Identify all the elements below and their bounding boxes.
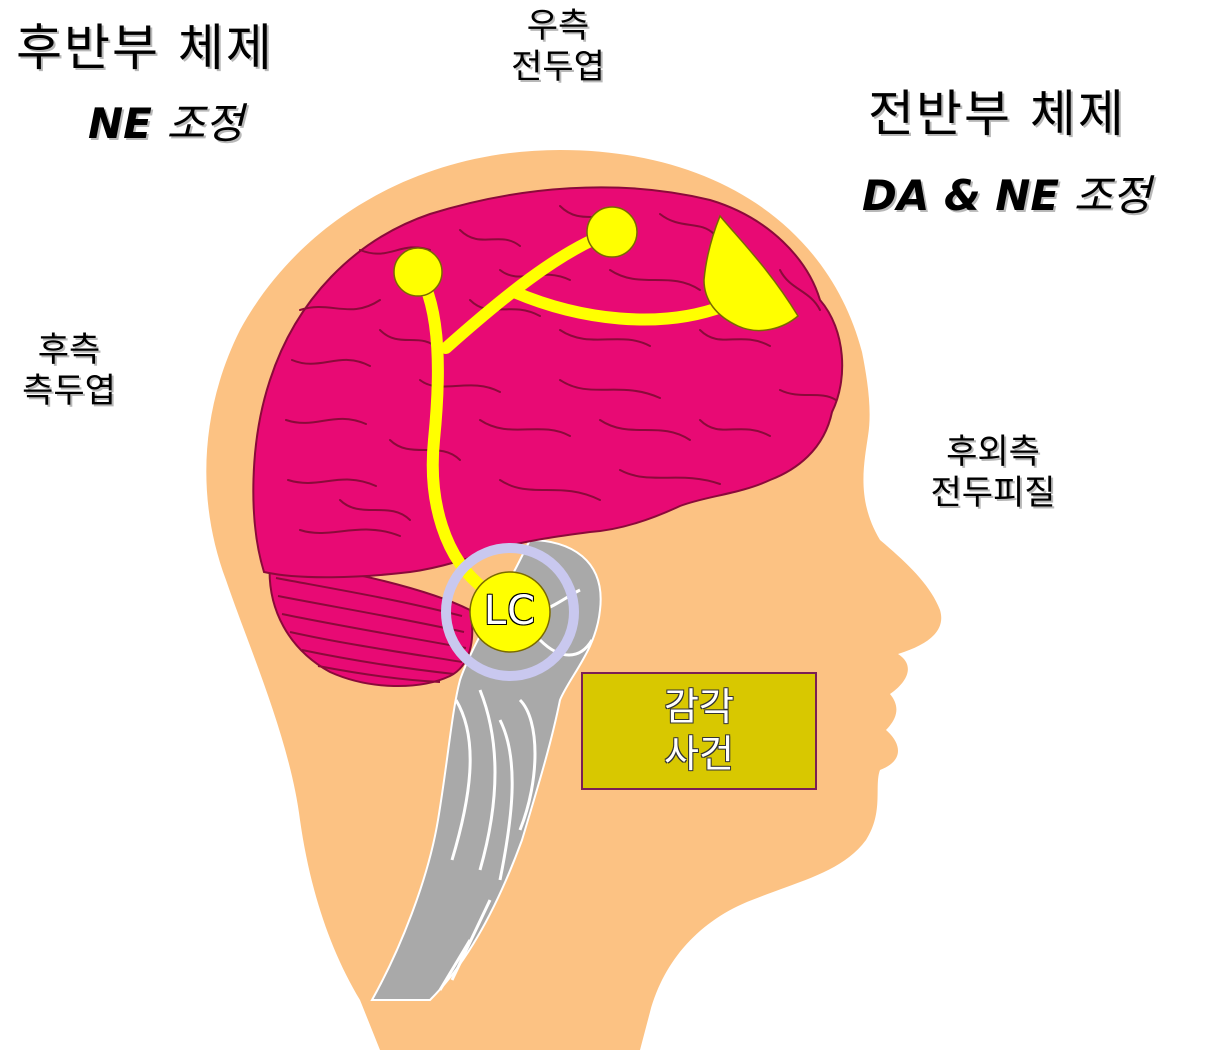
lc-label: LC	[468, 588, 552, 634]
posterior-modulation-label: NE 조정	[88, 98, 244, 149]
frontal-node	[587, 207, 637, 257]
sensory-event-box: 감각 사건	[581, 672, 817, 790]
anterior-modulation-label: DA & NE 조정	[862, 170, 1151, 221]
parietal-node	[394, 248, 442, 296]
posterior-modulation-word: 조정	[166, 99, 243, 148]
right-frontal-line1: 우측	[496, 6, 620, 47]
anterior-system-title: 전반부 체제	[868, 84, 1126, 145]
posterior-temporal-line2: 측두엽	[6, 371, 132, 412]
dlpfc-line1: 후외측	[908, 432, 1078, 473]
posterior-temporal-label: 후측 측두엽	[6, 330, 132, 413]
anterior-modulation-transmitters: DA & NE	[862, 171, 1059, 220]
right-frontal-line2: 전두엽	[496, 47, 620, 88]
anterior-modulation-word: 조정	[1074, 171, 1151, 220]
dlpfc-label: 후외측 전두피질	[908, 432, 1078, 515]
posterior-modulation-transmitter: NE	[88, 99, 152, 148]
sensory-event-line1: 감각	[664, 684, 734, 732]
right-frontal-label: 우측 전두엽	[496, 6, 620, 89]
dlpfc-line2: 전두피질	[908, 473, 1078, 514]
posterior-temporal-line1: 후측	[6, 330, 132, 371]
sensory-event-line2: 사건	[664, 731, 734, 779]
posterior-system-title: 후반부 체제	[16, 18, 274, 79]
